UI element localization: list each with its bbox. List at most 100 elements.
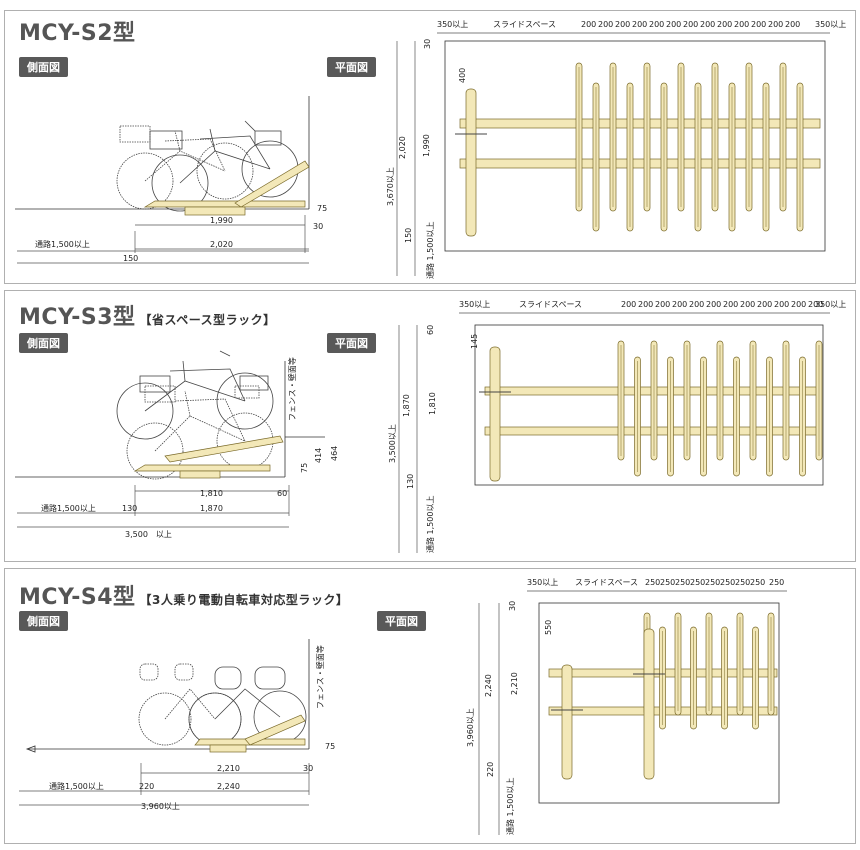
panel-mcy-s2: MCY-S2型 側面図 平面図 1,990 2,020 通路1,500以上	[4, 10, 856, 284]
panel-mcy-s3: MCY-S3型【省スペース型ラック】 側面図 平面図 フェンス・壁面等 1,81…	[4, 290, 856, 562]
dim-h75: 75	[317, 204, 327, 213]
fence-label: フェンス・壁面等	[287, 357, 297, 421]
side-view-diagram: 1,990 2,020 通路1,500以上 150 30 75	[15, 96, 327, 264]
dim-v550: 550	[544, 620, 553, 635]
dim-220: 220	[139, 782, 154, 791]
dim-pitch: 250	[735, 578, 750, 587]
plan-view-label: 平面図	[327, 57, 376, 77]
model-title-text: MCY-S3型	[19, 305, 136, 330]
dim-pitch: 200	[683, 20, 698, 29]
entry-bicycle	[465, 88, 477, 237]
rack-base	[194, 714, 306, 753]
dim-v1810: 1,810	[428, 392, 437, 415]
dim-h30: 30	[313, 222, 323, 231]
dim-v1870: 1,870	[402, 394, 411, 417]
dim-v2240: 2,240	[484, 674, 493, 697]
model-subtitle: 【3人乗り電動自転車対応型ラック】	[139, 593, 349, 607]
dim-v2210: 2,210	[510, 672, 519, 695]
dim-top-right: 350以上	[815, 300, 846, 309]
dim-vroad: 通路 1,500以上	[425, 496, 435, 553]
dim-road: 通路1,500以上	[35, 239, 90, 249]
model-title-text: MCY-S4型	[19, 585, 136, 610]
dim-pitch: 200	[717, 20, 732, 29]
plan-bicycles	[455, 62, 804, 237]
dim-1870: 1,870	[200, 504, 223, 513]
side-view-diagram: フェンス・壁面等 2,210 30 通路1,500以上 220 2,240 3,…	[19, 639, 335, 811]
side-view-diagram: フェンス・壁面等 1,810 60 通路1,500以上 130 1,870 3,…	[15, 350, 339, 539]
entry-bicycle	[561, 664, 573, 780]
dim-pitch: 200	[598, 20, 613, 29]
dim-v2020: 2,020	[398, 136, 407, 159]
dim-vroad: 通路 1,500以上	[505, 778, 515, 835]
dim-pitch: 200	[768, 20, 783, 29]
side-view-label: 側面図	[19, 333, 68, 353]
dim-pitch: 200	[666, 20, 681, 29]
side-view-label: 側面図	[19, 57, 68, 77]
dim-pitch: 200	[808, 300, 823, 309]
bicycle-outline	[116, 350, 274, 440]
dim-130: 130	[122, 504, 137, 513]
rack-base	[143, 160, 310, 216]
dim-v3960: 3,960以上	[466, 708, 475, 747]
bicycle-outline	[138, 663, 242, 746]
dim-pitch: 200	[689, 300, 704, 309]
dim-top-right: 350以上	[815, 20, 846, 29]
dim-vroad: 通路 1,500以上	[425, 222, 435, 279]
dim-pitch: 200	[700, 20, 715, 29]
plan-view-label: 平面図	[377, 611, 426, 631]
plan-bicycles	[551, 612, 775, 780]
dim-2020: 2,020	[210, 240, 233, 249]
dim-pitch: 200	[632, 20, 647, 29]
dim-v220: 220	[486, 762, 495, 777]
dim-pitch: 250	[720, 578, 735, 587]
model-title: MCY-S4型【3人乗り電動自転車対応型ラック】	[19, 579, 348, 611]
model-subtitle: 【省スペース型ラック】	[139, 313, 276, 327]
dim-pitch: 200	[785, 20, 800, 29]
plan-view-label: 平面図	[327, 333, 376, 353]
dim-pitch: 200	[706, 300, 721, 309]
dim-30: 30	[303, 764, 313, 773]
side-view-label: 側面図	[19, 611, 68, 631]
dim-v130: 130	[406, 474, 415, 489]
dim-pitch: 200	[757, 300, 772, 309]
dim-v3670: 3,670以上	[386, 167, 395, 206]
dim-pitch: 250	[690, 578, 705, 587]
dim-pitch: 200	[615, 20, 630, 29]
dim-pitch: 250	[645, 578, 660, 587]
dim-top-left: 350以上	[527, 578, 558, 587]
dim-h75: 75	[300, 463, 309, 473]
dim-60: 60	[277, 489, 287, 498]
dim-pitch: 200	[655, 300, 670, 309]
dim-pitch: 200	[723, 300, 738, 309]
dim-pitch: 200	[649, 20, 664, 29]
dim-v30: 30	[423, 39, 432, 49]
dim-road: 通路1,500以上	[41, 503, 96, 513]
dim-pitch: 200	[791, 300, 806, 309]
dim-top-left: 350以上	[459, 300, 490, 309]
dim-total: 3,960以上	[141, 802, 180, 811]
dim-v1990: 1,990	[422, 134, 431, 157]
dim-2210: 2,210	[217, 764, 240, 773]
rack-base	[133, 435, 284, 479]
dim-slide: スライドスペース	[493, 20, 556, 29]
rack-rails	[459, 118, 821, 169]
dim-total: 150	[123, 254, 138, 263]
entry-bicycle	[643, 628, 655, 780]
dim-pitch: 250	[750, 578, 765, 587]
dim-pitch: 200	[751, 20, 766, 29]
dim-v145: 145	[470, 334, 479, 349]
dim-slide: スライドスペース	[519, 300, 582, 309]
dim-pitch: 200	[740, 300, 755, 309]
dim-top-left: 350以上	[437, 20, 468, 29]
dim-pitch: 200	[672, 300, 687, 309]
dim-total: 3,500 以上	[125, 530, 172, 539]
dim-h75: 75	[325, 742, 335, 751]
dim-slide: スライドスペース	[575, 578, 638, 587]
dim-h414: 414	[314, 448, 323, 463]
dim-pitch: 250	[675, 578, 690, 587]
entry-bicycle	[489, 346, 501, 482]
fence-label: フェンス・壁面等	[315, 645, 325, 709]
